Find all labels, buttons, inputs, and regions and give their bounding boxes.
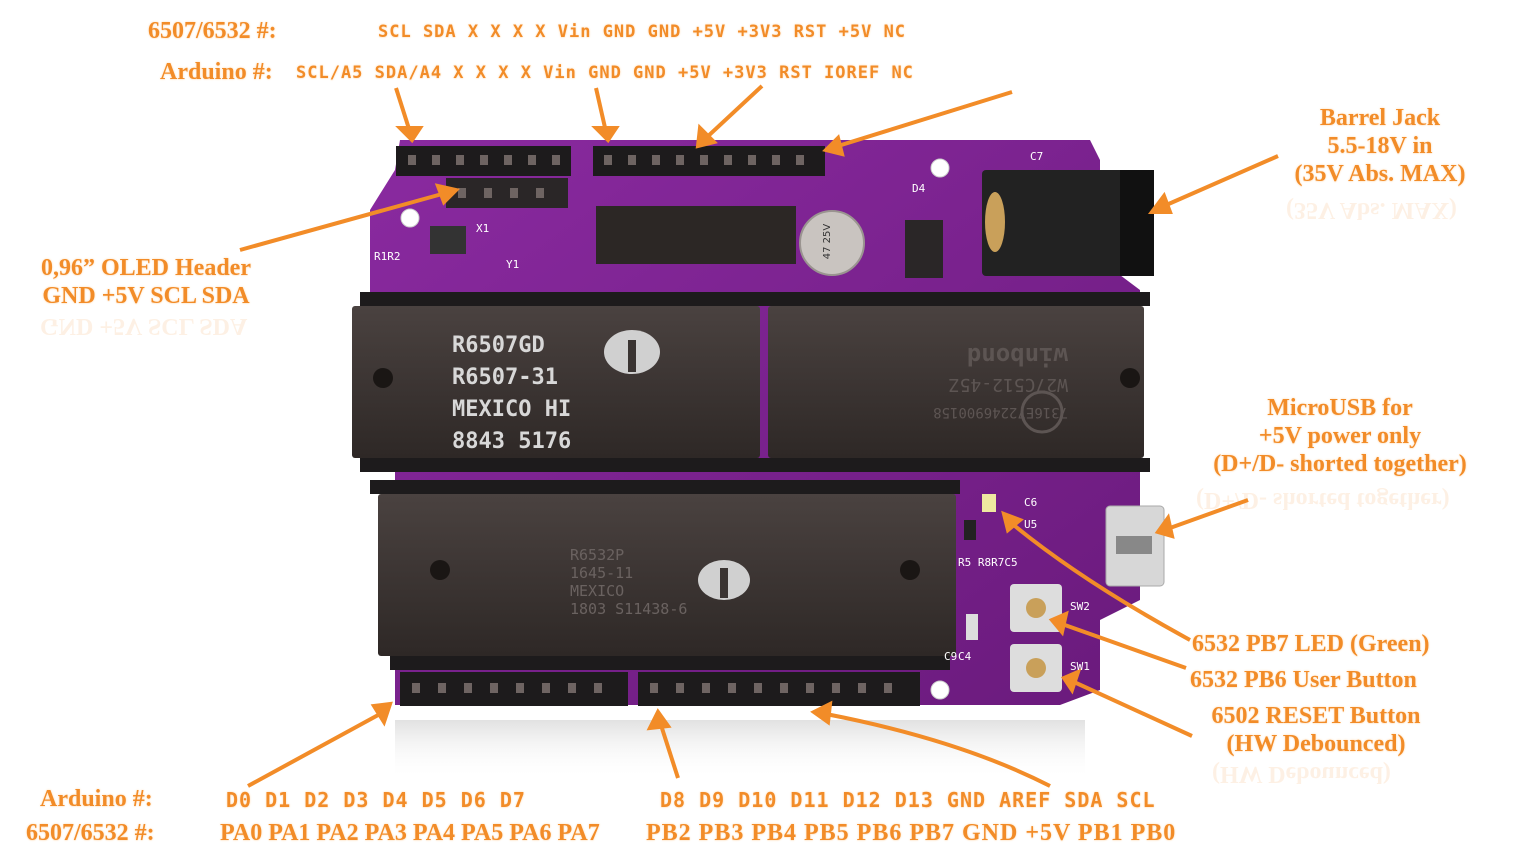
silk-c7: C7 (1030, 150, 1044, 163)
silk-y1: Y1 (506, 258, 520, 271)
bottom-header-pins (412, 683, 892, 693)
regulator (905, 220, 943, 278)
silk-r5: R5 R8R7C5 (958, 556, 1018, 569)
silk-c6: C6 (1024, 496, 1038, 509)
chip-cpu-line: 8843 5176 (452, 429, 572, 454)
led-green (982, 494, 996, 512)
chip-riot-line: 1645-11 (570, 564, 634, 582)
bottom-pins-arduino-right: D8 D9 D10 D11 D12 D13 GND AREF SDA SCL (660, 788, 1156, 812)
silk-x1: X1 (476, 222, 490, 235)
top-label-6507: 6507/6532 #: (148, 18, 277, 44)
capacitor-label: 47 25V (822, 223, 834, 260)
silk-sw2: SW2 (1070, 600, 1090, 613)
callout-oled-header: 0,96” OLED Header GND +5V SCL SDA (26, 254, 266, 310)
reset-line: 6502 RESET Button (1211, 703, 1421, 729)
silk-u5: U5 (1024, 518, 1038, 531)
microusb-line: +5V power only (1258, 423, 1422, 449)
silk-r1r2: R1R2 (374, 250, 401, 263)
callout-microusb: MicroUSB for +5V power only (D+/D- short… (1190, 394, 1490, 478)
barrel-jack-line: 5.5-18V in (1327, 133, 1433, 159)
silk-sw1: SW1 (1070, 660, 1090, 673)
barrel-jack (982, 170, 1154, 276)
socket-low (390, 656, 950, 670)
silk-c9: C9 (944, 650, 958, 663)
top-header-pins (408, 155, 804, 198)
chip-riot-text: R6532P 1645-11 MEXICO 1803 S11438-6 (570, 546, 740, 618)
bottom-header-right (638, 672, 920, 706)
chip-eeprom-text: 7316E72246900158 W27C512-45Z winbond (868, 342, 1068, 426)
chip-cpu-line: R6507GD (452, 333, 545, 358)
bottom-pins-arduino-left: D0 D1 D2 D3 D4 D5 D6 D7 (226, 788, 526, 812)
callout-pb7-led: 6532 PB7 LED (Green) (1192, 631, 1430, 657)
reset-reflection: (HW Debounced) (1212, 761, 1391, 787)
callout-pb6-button: 6532 PB6 User Button (1190, 667, 1417, 693)
chip-riot-line: R6532P (570, 546, 625, 564)
top-pins-arduino: SCL/A5 SDA/A4 X X X X Vin GND GND +5V +3… (296, 63, 914, 83)
barrel-jack-reflection: (35V Abs. MAX) (1286, 197, 1457, 223)
chip-eeprom (768, 306, 1144, 458)
chip-cpu-line: R6507-31 (452, 365, 558, 390)
bottom-pins-6507-left: PA0 PA1 PA2 PA3 PA4 PA5 PA6 PA7 (220, 820, 600, 846)
capacitor (799, 210, 865, 276)
chip-eeprom-line: 7316E72246900158 (933, 404, 1068, 420)
oled-header (446, 178, 568, 208)
silk-d4: D4 (912, 182, 926, 195)
microusb-line: MicroUSB for (1267, 395, 1413, 421)
bottom-header-left (400, 672, 628, 706)
silk-c4: C4 (958, 650, 972, 663)
bottom-label-6507: 6507/6532 #: (26, 820, 155, 846)
bottom-label-arduino: Arduino #: (40, 786, 153, 812)
mount-hole (400, 208, 420, 228)
reset-line: (HW Debounced) (1226, 731, 1406, 757)
chip-riot (378, 494, 956, 656)
winbond-logo (1020, 390, 1064, 434)
chip-cpu-line: MEXICO HI (452, 397, 572, 422)
callout-reset-button: 6502 RESET Button (HW Debounced) (1196, 702, 1436, 758)
oled-line: GND +5V SCL SDA (42, 283, 250, 309)
chip-cpu-text: R6507GD R6507-31 MEXICO HI 8843 5176 (452, 330, 612, 458)
microusb-line: (D+/D- shorted together) (1213, 451, 1467, 477)
barrel-jack-line: (35V Abs. MAX) (1294, 161, 1466, 187)
chip-eeprom-line: W27C512-45Z (948, 374, 1068, 395)
bottom-pins-6507-right: PB2 PB3 PB4 PB5 PB6 PB7 GND +5V PB1 PB0 (646, 820, 1177, 846)
oled-line: 0,96” OLED Header (41, 255, 251, 281)
oled-reflection: GND +5V SCL SDA (40, 313, 248, 339)
callout-arrows (239, 84, 1279, 788)
microusb-reflection: (D+/D- shorted together) (1196, 487, 1450, 513)
chip-eeprom-line: winbond (966, 342, 1068, 370)
socket-mid (360, 458, 1150, 472)
socket-bottom (370, 480, 960, 494)
mount-hole (930, 158, 950, 178)
top-label-arduino: Arduino #: (160, 59, 273, 85)
small-chip (596, 206, 796, 264)
chip-riot-line: 1803 S11438-6 (570, 600, 688, 618)
board-reflection (395, 720, 1085, 780)
callout-barrel-jack: Barrel Jack 5.5-18V in (35V Abs. MAX) (1282, 104, 1478, 188)
top-header-right (593, 146, 825, 176)
mount-hole (930, 680, 950, 700)
crystal (430, 226, 466, 254)
socket-top (360, 292, 1150, 306)
barrel-jack-line: Barrel Jack (1319, 105, 1441, 131)
chip-riot-line: MEXICO (570, 582, 625, 600)
top-pins-6507: SCL SDA X X X X Vin GND GND +5V +3V3 RST… (378, 22, 907, 42)
